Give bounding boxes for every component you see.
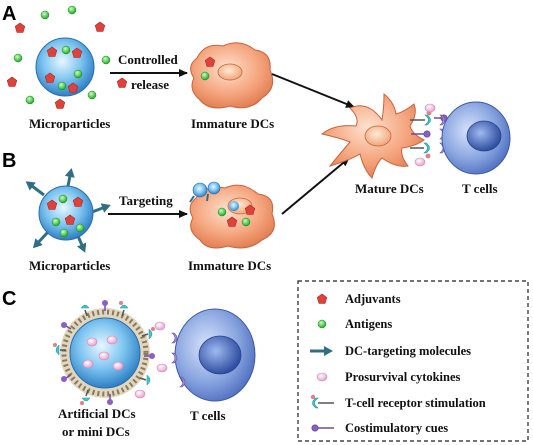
legend-label-tcr: T-cell receptor stimulation xyxy=(345,396,486,410)
prosurvival-cytokine-icon xyxy=(316,372,328,382)
artificial-dcs-label-line1: Artificial DCs xyxy=(58,406,136,421)
panel-a-arrow-label-line2: release xyxy=(131,77,169,92)
mature-tcell xyxy=(439,101,511,175)
panel-b-to-mature-arrow xyxy=(281,157,350,215)
panel-c-tcell xyxy=(171,308,256,402)
legend-label-cytokines: Prosurvival cytokines xyxy=(345,370,461,384)
tcell-receptor-stimulation-icon xyxy=(310,394,334,409)
panel-a-immature-dc xyxy=(190,42,274,109)
panel-a-microparticles-label: Microparticles xyxy=(29,116,110,131)
panel-b-immature-dcs-label: Immature DCs xyxy=(188,258,271,273)
legend-label-antigens: Antigens xyxy=(345,317,392,331)
panel-c-tcells-label: T cells xyxy=(190,408,226,423)
panel-b-microparticle xyxy=(25,168,111,253)
panel-b-microparticles-label: Microparticles xyxy=(29,258,110,273)
artificial-dc xyxy=(53,300,168,405)
artificial-dcs-label-line2: or mini DCs xyxy=(62,424,130,439)
panel-b-letter: B xyxy=(2,150,16,172)
mature-dcs-label: Mature DCs xyxy=(355,181,424,196)
panel-c-letter: C xyxy=(2,288,16,310)
panel-a-to-mature-arrow xyxy=(271,73,355,108)
mature-tcells-label: T cells xyxy=(462,181,498,196)
panel-a-immature-dcs-label: Immature DCs xyxy=(191,116,274,131)
legend-box xyxy=(297,280,529,442)
costimulatory-cue-icon xyxy=(311,424,334,432)
legend-label-adjuvants: Adjuvants xyxy=(345,292,401,306)
panel-a-microparticle xyxy=(35,37,95,97)
antigen-icon xyxy=(317,319,327,329)
panel-b-immature-dc xyxy=(189,181,275,249)
legend-label-dc-targeting: DC-targeting molecules xyxy=(345,344,471,358)
legend: Adjuvants Antigens DC-targeting molecule… xyxy=(297,280,529,442)
mature-dc xyxy=(320,92,448,179)
legend-label-costimulatory: Costimulatory cues xyxy=(345,421,448,435)
mature-dc-surface-molecules xyxy=(410,103,436,167)
panel-a-arrow-label-line1: Controlled xyxy=(118,52,178,67)
panel-b-arrow-label: Targeting xyxy=(119,193,173,208)
panel-a-letter: A xyxy=(2,3,16,25)
